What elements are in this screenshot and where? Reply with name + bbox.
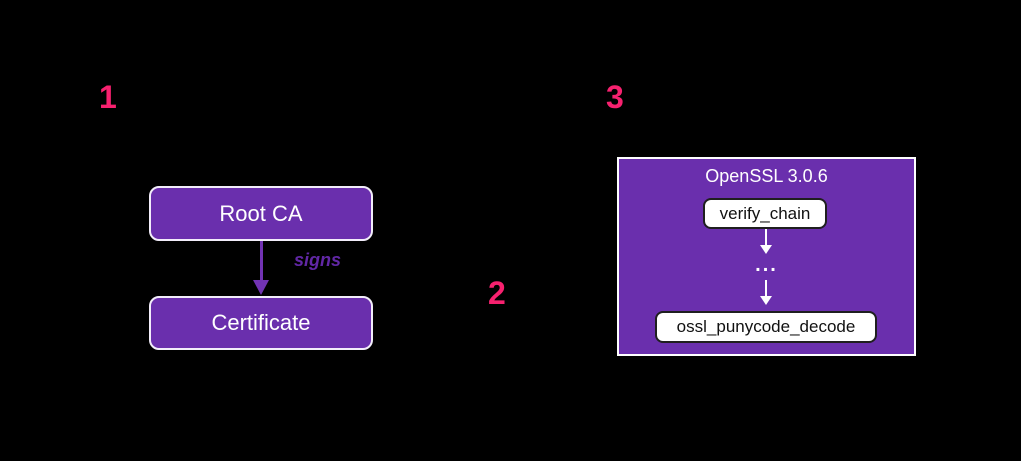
- root-ca-label: Root CA: [219, 200, 303, 226]
- verify-chain-label: verify_chain: [719, 203, 811, 223]
- call-arrow-2-head: [760, 296, 772, 305]
- openssl-panel-title: OpenSSL 3.0.6: [705, 166, 828, 186]
- call-arrow-1-line: [765, 229, 767, 245]
- call-arrow-1-head: [760, 245, 772, 254]
- call-arrow-2-line: [765, 280, 767, 296]
- signs-arrow-head: [253, 280, 269, 295]
- step-2-label: 2: [488, 275, 506, 311]
- step-1-label: 1: [99, 79, 117, 115]
- signs-arrow-label: signs: [294, 250, 342, 270]
- call-chain-ellipsis: ...: [755, 254, 778, 276]
- signs-arrow-line: [260, 241, 263, 280]
- openssl-panel: OpenSSL 3.0.6 verify_chain ... ossl_puny…: [617, 157, 916, 356]
- ossl-punycode-decode-label: ossl_punycode_decode: [676, 317, 856, 336]
- certificate-box: Certificate: [149, 296, 373, 350]
- root-ca-box: Root CA: [149, 186, 373, 241]
- certificate-label: Certificate: [211, 310, 311, 335]
- step-3-label: 3: [606, 79, 624, 115]
- ossl-punycode-decode-box: ossl_punycode_decode: [655, 311, 877, 343]
- verify-chain-box: verify_chain: [703, 198, 827, 229]
